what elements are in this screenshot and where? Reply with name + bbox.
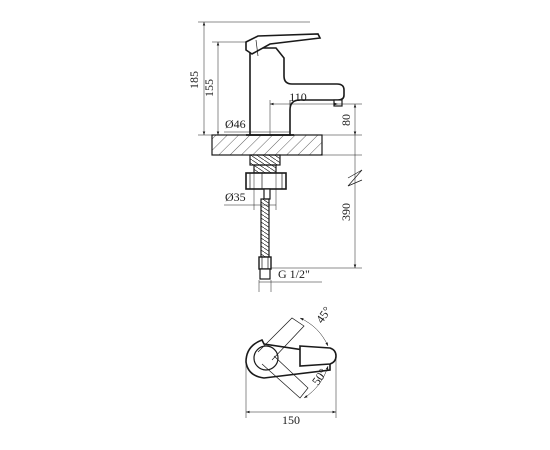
dim-spout-height: 80 [339, 114, 353, 126]
dim-body-height: 155 [202, 79, 216, 97]
angle-top: 45° [313, 304, 334, 326]
shank-upper [249, 154, 281, 166]
hose-nut [258, 256, 272, 270]
dim-shank-diameter: Ø35 [225, 190, 246, 204]
side-view: 185 155 110 80 Ø46 Ø35 390 G 1/2" [187, 21, 363, 292]
supply-hose [260, 198, 270, 258]
dim-width: 150 [282, 413, 300, 427]
fixing-nut [245, 172, 287, 190]
dim-hose-length: 390 [339, 203, 353, 221]
aerator [333, 99, 343, 107]
shank-threaded [253, 164, 277, 174]
dim-base-diameter: Ø46 [225, 117, 246, 131]
dim-thread: G 1/2" [278, 267, 310, 281]
dim-overall-height: 185 [187, 71, 201, 89]
top-view: 45° 50° 150 [245, 304, 337, 427]
faucet-body [249, 47, 345, 136]
dim-spout-reach: 110 [289, 90, 307, 104]
lever-handle [245, 33, 322, 55]
countertop [211, 134, 323, 156]
handle-position-left [257, 317, 305, 361]
